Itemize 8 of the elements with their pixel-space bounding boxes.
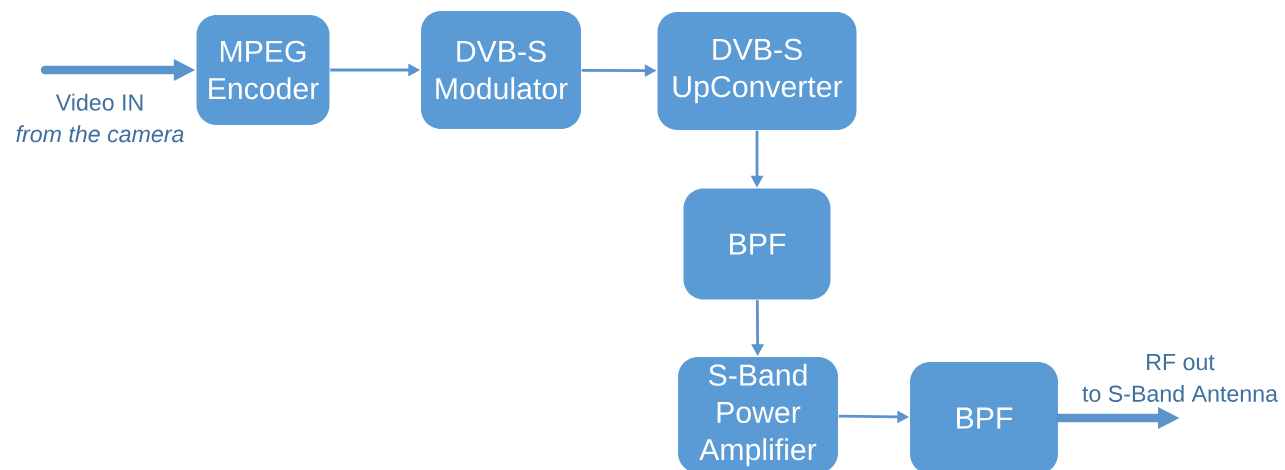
process-box: S-Band Power Amplifier	[678, 357, 838, 470]
process-box: DVB-S UpConverter	[657, 12, 857, 130]
process-box: BPF	[683, 188, 831, 300]
signal-label: RF out to S-Band Antenna	[1082, 354, 1278, 402]
process-box: MPEG Encoder	[196, 15, 330, 125]
signal-label: Video IN from the camera	[16, 93, 184, 143]
process-box: BPF	[910, 362, 1058, 470]
process-box: DVB-S Modulator	[421, 11, 581, 129]
